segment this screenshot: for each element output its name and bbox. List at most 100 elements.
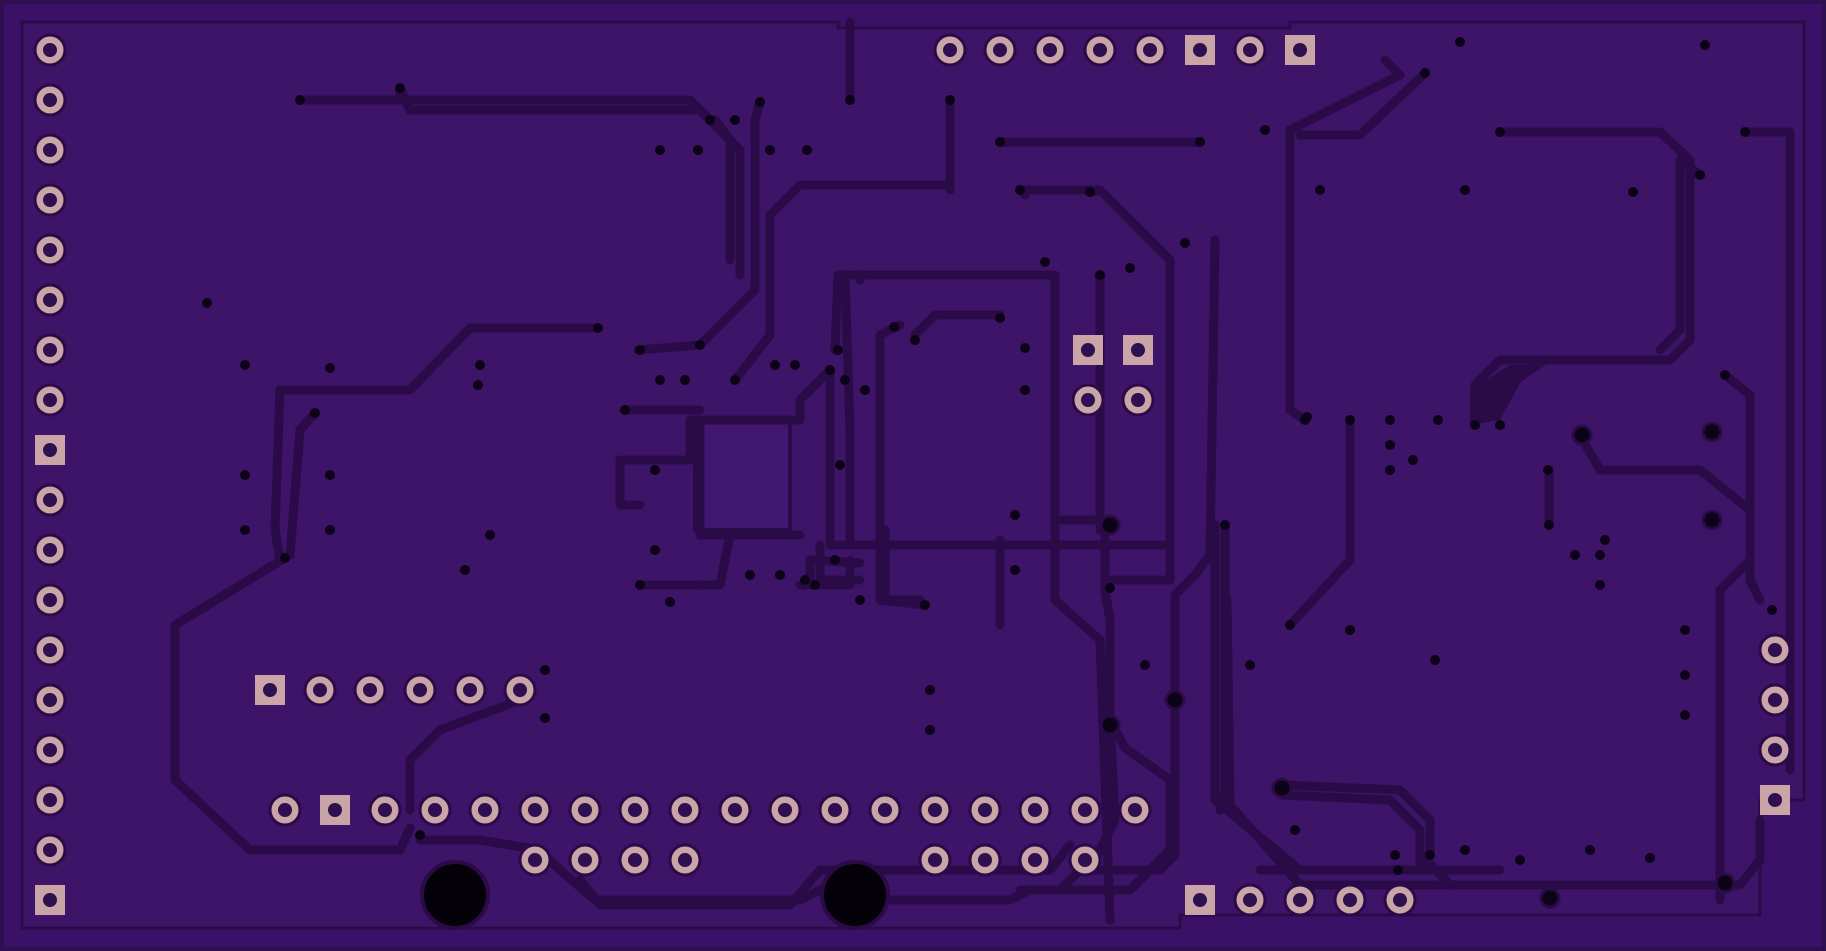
via [240,525,250,535]
pad-hole [43,243,57,257]
via [770,360,780,370]
pad-hole [1028,853,1042,867]
via [1345,625,1355,635]
copper-trace [695,415,805,540]
copper-trace [1015,585,1175,895]
via [1495,127,1505,137]
via [1220,520,1230,530]
copper-trace [1740,127,1795,775]
pad-hole [528,803,542,817]
pad-hole [43,443,57,457]
pad-hole [43,93,57,107]
pad-hole [1143,43,1157,57]
pad-hole [43,143,57,157]
via [1430,655,1440,665]
via [705,115,715,125]
via [540,713,550,723]
via [1595,580,1605,590]
via [1767,605,1777,615]
copper-trace [1720,370,1765,605]
via [1455,37,1465,47]
via [1420,68,1430,78]
via [995,137,1005,147]
via [1714,872,1736,894]
via [680,375,690,385]
via [1085,187,1095,197]
copper-trace [1417,850,1455,890]
pad-hole [363,683,377,697]
copper-trace [395,83,745,280]
copper-trace [1015,185,1175,585]
pad-hole [478,803,492,817]
via [925,725,935,735]
pad-hole [1293,43,1307,57]
pad-hole [1768,743,1782,757]
via [1645,853,1655,863]
pad-hole [328,803,342,817]
pad-hole [513,683,527,697]
pad-hole [1293,893,1307,907]
via [1020,385,1030,395]
copper-trace [170,553,415,855]
pad-hole [1243,43,1257,57]
via [810,580,820,590]
pad-hole [993,43,1007,57]
pad-hole [928,853,942,867]
via [655,375,665,385]
copper-fill-layer [20,20,1806,930]
via [540,665,550,675]
mount-hole [820,860,890,930]
pad-hole [43,593,57,607]
via [650,545,660,555]
pad-hole [43,193,57,207]
via [1010,565,1020,575]
pad-hole [1393,893,1407,907]
pad-hole [1078,803,1092,817]
pad-hole [43,493,57,507]
pad-hole [43,643,57,657]
pad-hole [1768,793,1782,807]
via [1600,535,1610,545]
pad-hole [43,343,57,357]
pad-hole [1768,643,1782,657]
pad-hole [1131,393,1145,407]
via [1680,625,1690,635]
via [635,580,645,590]
via [473,380,483,390]
via [665,597,675,607]
pad-hole [678,803,692,817]
pad-hole [43,893,57,907]
copper-trace [1495,355,1665,395]
via [475,360,485,370]
pad-hole [578,803,592,817]
via [1010,510,1020,520]
via [485,530,495,540]
pad-hole [943,43,957,57]
copper-trace [615,365,1175,550]
copper-trace [575,840,1075,910]
via [1099,514,1121,536]
via [920,600,930,610]
via [855,595,865,605]
via [1393,865,1403,875]
via [1543,465,1553,475]
pad-hole [1078,853,1092,867]
via [1015,185,1025,195]
via [415,830,425,840]
via [830,555,840,565]
copper-trace [855,845,1175,905]
via [1315,185,1325,195]
pad-hole [1131,343,1145,357]
via [1260,125,1270,135]
via [1385,465,1395,475]
via [325,363,335,373]
pad-hole [1081,393,1095,407]
via [730,115,740,125]
copper-trace [1222,595,1765,890]
copper-trace [1295,68,1430,140]
copper-trace [910,310,1005,340]
pad-hole [43,743,57,757]
via [202,298,212,308]
copper-pour [20,20,1806,930]
via [1628,187,1638,197]
